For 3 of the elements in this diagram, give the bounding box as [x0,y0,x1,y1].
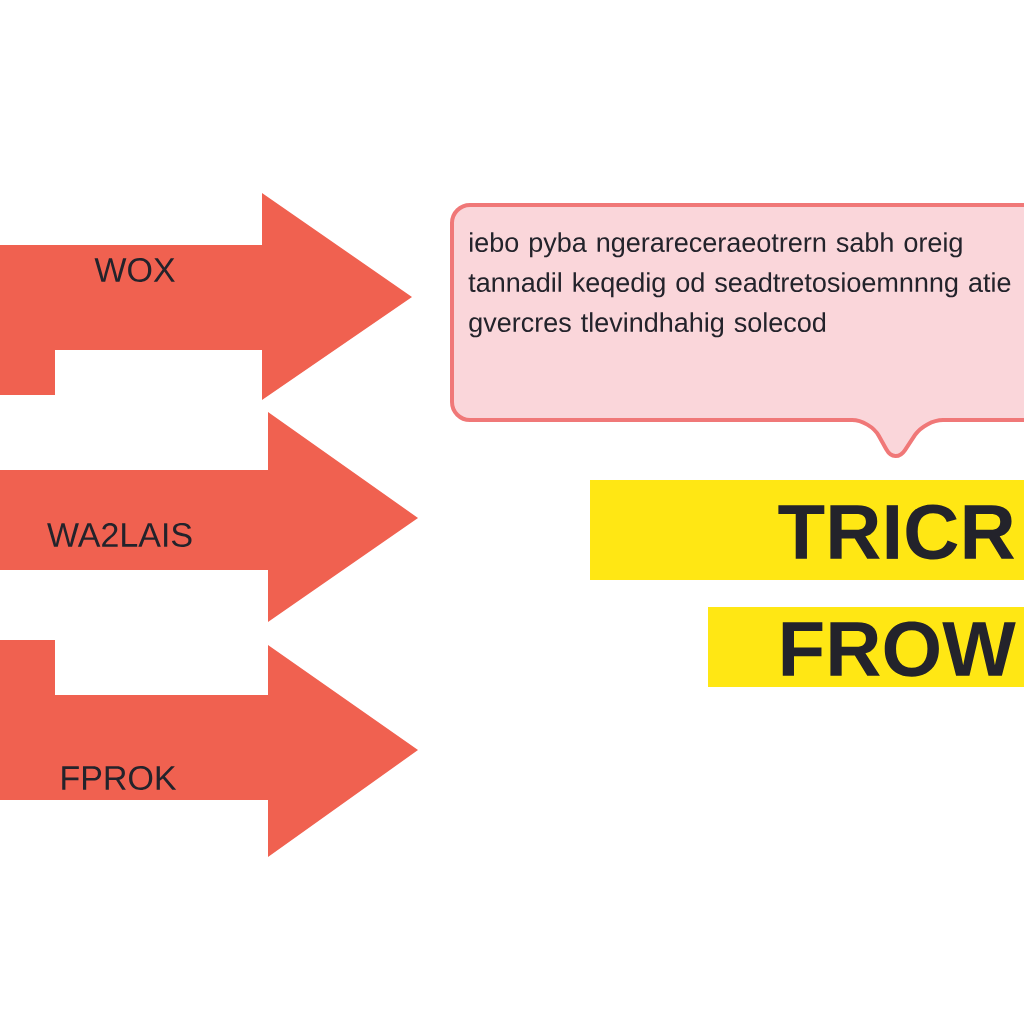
highlight-band: TRICR [590,480,1024,580]
speech-bubble: iebo pyba ngerareceraeotrern sabh oreig tannadil keqedig od seadtretosioemnnng atie gvercres tlevindhahig solecod [450,203,1024,458]
highlight-band: FROW [708,607,1024,687]
